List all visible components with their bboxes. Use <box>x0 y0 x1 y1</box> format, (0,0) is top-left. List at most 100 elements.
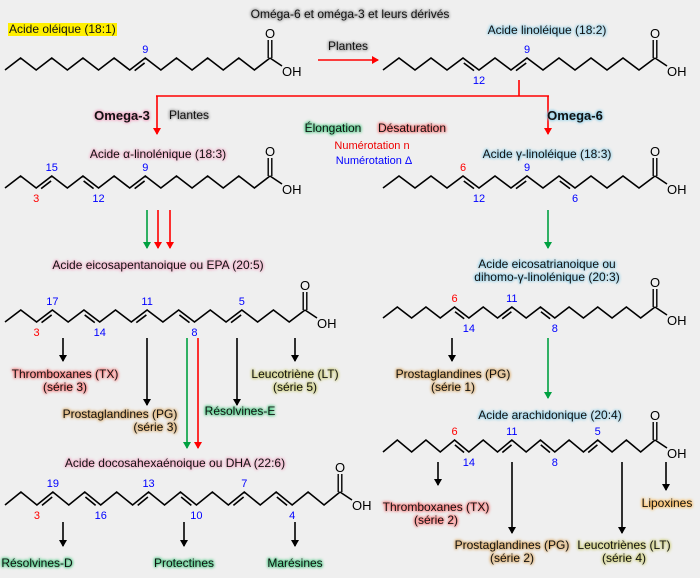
prostaglandines-1: Prostaglandines (PG)(série 1) <box>396 368 511 394</box>
delta-number-label: 13 <box>142 478 154 490</box>
oxygen-atom: O <box>650 408 660 423</box>
carbon-chain <box>4 56 271 72</box>
delta-number-label: 9 <box>524 162 530 174</box>
leucotriene-5: Leucotriène (LT)(série 5) <box>251 368 338 394</box>
omega3-label: Omega-3 <box>94 108 150 123</box>
hydroxyl-group: OH <box>317 316 337 331</box>
double-bond-line <box>515 180 527 190</box>
prostaglandines-3: Prostaglandines (PG)(série 3) <box>63 408 178 434</box>
numbering-n-legend: Numérotation n <box>334 140 410 152</box>
omega-number-label: 6 <box>452 293 458 305</box>
hydroxyl-bond <box>654 306 668 316</box>
double-bond-line <box>134 180 146 190</box>
oxygen-atom: O <box>300 278 310 293</box>
delta-number-label: 16 <box>95 510 107 522</box>
double-bond-line <box>83 180 95 190</box>
hydroxyl-group: OH <box>667 313 687 328</box>
delta-number-label: 6 <box>572 193 578 205</box>
carbon-chain <box>382 305 656 320</box>
delta-number-label: 5 <box>595 426 601 438</box>
double-bond-line <box>454 444 465 454</box>
omega-number-label: 3 <box>33 193 39 205</box>
double-bond-line <box>232 496 245 506</box>
delta-number-label: 12 <box>92 193 104 205</box>
pg2-line1: Prostaglandines (PG) <box>454 538 570 552</box>
delta-number-label: 11 <box>141 296 152 308</box>
double-bond-line <box>540 444 551 454</box>
omega6-label: Omega-6 <box>547 108 603 123</box>
double-bond-line <box>540 311 551 320</box>
double-bond-line <box>230 314 242 324</box>
lt4-line2: (série 4) <box>601 551 646 565</box>
carbon-chain <box>382 438 656 454</box>
pg1-line1: Prostaglandines (PG) <box>395 367 511 381</box>
double-bond-line <box>180 496 192 506</box>
lipoxines: Lipoxines <box>641 496 693 510</box>
prostaglandines-2: Prostaglandines (PG)(série 2) <box>455 539 570 565</box>
plantes-label: Plantes <box>168 108 210 122</box>
oxygen-atom: O <box>265 26 275 41</box>
omega-number-label: 6 <box>460 162 466 174</box>
double-bond-line <box>134 62 146 72</box>
elongation-legend: Élongation <box>304 121 362 135</box>
hydroxyl-bond <box>304 309 318 319</box>
hydroxyl-bond <box>654 175 668 185</box>
double-bond-line <box>84 496 97 506</box>
delta-number-label: 14 <box>463 457 475 469</box>
pg1-line2: (série 1) <box>430 380 476 394</box>
hydroxyl-bond <box>269 175 283 185</box>
carbon-chain <box>382 175 656 189</box>
oxygen-atom: O <box>265 144 275 159</box>
double-bond-line <box>559 180 571 190</box>
double-bond-line <box>84 314 96 324</box>
double-bond-line <box>137 496 149 506</box>
double-bond-line <box>178 314 190 324</box>
delta-number-label: 7 <box>241 478 247 490</box>
delta-number-label: 10 <box>190 510 202 522</box>
hydroxyl-group: OH <box>282 182 302 197</box>
double-bond-line <box>41 496 53 506</box>
aa-name: Acide arachidonique (20:4) <box>478 408 622 422</box>
double-bond-line <box>515 62 527 72</box>
delta-number-label: 11 <box>506 426 517 438</box>
hydroxyl-group: OH <box>352 498 372 513</box>
double-bond-line <box>135 314 147 324</box>
gla-structure: O OH 6 9 12 6 <box>382 144 687 205</box>
delta-number-label: 14 <box>463 323 475 335</box>
delta-number-label: 12 <box>473 193 485 205</box>
tx2-line1: Thromboxanes (TX) <box>382 500 490 514</box>
delta-number-label: 14 <box>94 327 106 339</box>
dha-name: Acide docosahexaénoique ou DHA (22:6) <box>64 456 286 470</box>
epa-name: Acide eicosapentanoique ou EPA (20:5) <box>52 258 264 272</box>
double-bond-line <box>40 180 52 190</box>
hydroxyl-group: OH <box>667 446 687 461</box>
double-bond-line <box>587 444 598 454</box>
diagram-title: Oméga-6 et oméga-3 et leurs dérivés <box>250 7 450 21</box>
delta-number-label: 17 <box>46 296 58 308</box>
delta-number-label: 12 <box>473 75 485 87</box>
dgla-name-line2: dihomo-γ-linolénique (20:3) <box>474 270 620 284</box>
delta-number-label: 8 <box>191 327 197 339</box>
ala-name: Acide α-linolénique (18:3) <box>89 147 227 161</box>
tx3-line1: Thromboxanes (TX) <box>11 367 119 381</box>
lt5-line1: Leucotriène (LT) <box>251 367 339 381</box>
hydroxyl-group: OH <box>282 64 302 79</box>
delta-number-label: 9 <box>524 44 530 56</box>
hydroxyl-group: OH <box>667 182 687 197</box>
resolvines-e: Résolvines-E <box>204 404 276 418</box>
oxygen-atom: O <box>650 26 660 41</box>
double-bond-line <box>463 62 475 72</box>
oxygen-atom: O <box>335 460 345 475</box>
carbon-chain <box>4 490 341 507</box>
hydroxyl-bond <box>654 57 668 67</box>
delta-number-label: 15 <box>46 162 58 174</box>
oxygen-atom: O <box>650 144 660 159</box>
protectines: Protectines <box>153 556 215 570</box>
